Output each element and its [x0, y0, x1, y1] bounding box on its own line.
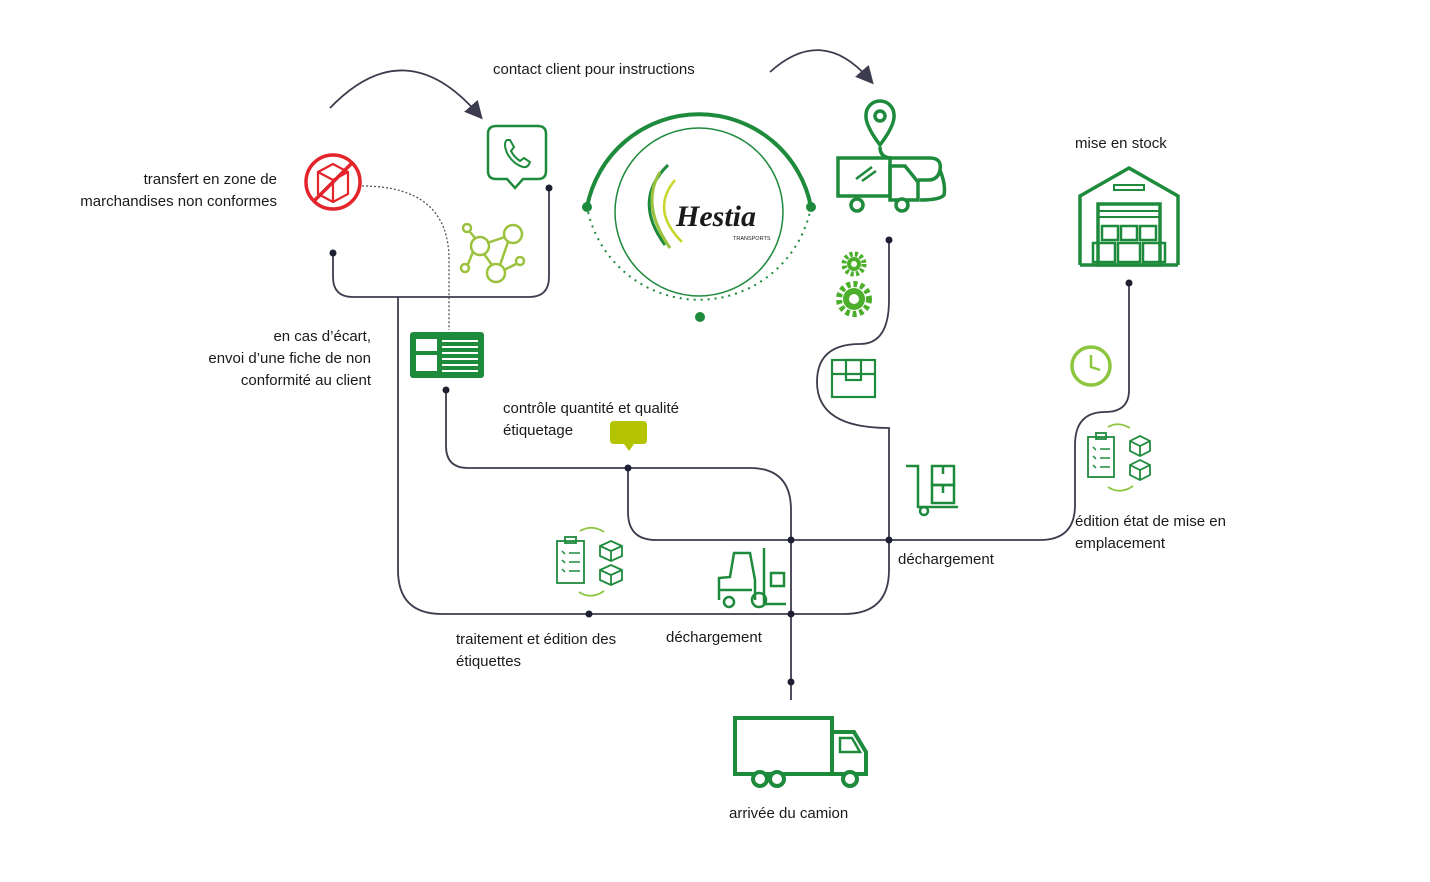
chat-bubble-icon — [610, 421, 647, 451]
dotted-connector — [361, 185, 450, 330]
label-traitement-line1: traitement et édition des — [456, 631, 617, 648]
label-transfert-line1: transfert en zone de — [143, 171, 277, 188]
label-edition-etat: édition état de mise en emplacement — [1075, 511, 1226, 555]
location-truck-icon — [836, 99, 947, 213]
logo-name: Hestia — [675, 200, 756, 233]
label-controle-line1: contrôle quantité et qualité — [503, 400, 679, 417]
warehouse-icon — [1078, 165, 1180, 267]
label-ecart-line3: conformité au client — [240, 372, 371, 389]
label-dechargement-mid: déchargement — [666, 629, 762, 646]
connector-lines — [332, 188, 1130, 700]
label-ecart-line1: en cas d’écart, — [273, 328, 371, 345]
arrow-left — [329, 69, 483, 120]
hand-truck-icon — [906, 464, 958, 517]
arrow-right — [769, 49, 874, 85]
network-icon — [459, 222, 526, 284]
checklist-boxes-icon-2 — [556, 526, 623, 597]
form-card-icon — [410, 332, 484, 378]
label-ecart-line2: envoi d’une fiche de non — [208, 350, 371, 367]
forklift-icon — [717, 548, 786, 609]
label-contact-client: contact client pour instructions — [493, 61, 695, 78]
label-ecart: en cas d’écart, envoi d’une fiche de non… — [208, 326, 371, 392]
label-arrivee-camion: arrivée du camion — [729, 805, 849, 822]
label-traitement-line2: étiquettes — [456, 653, 522, 670]
no-box-icon — [304, 153, 362, 211]
label-controle: contrôle quantité et qualité étiquetage — [503, 398, 679, 442]
label-transfert: transfert en zone de marchandises non co… — [80, 169, 277, 213]
junction-dots — [329, 184, 1133, 686]
truck-icon — [733, 716, 868, 788]
box-icon — [830, 358, 877, 399]
label-edition-etat-line2: emplacement — [1075, 535, 1166, 552]
label-traitement: traitement et édition des étiquettes — [456, 629, 616, 673]
gear-large-icon — [836, 281, 872, 317]
label-edition-etat-line1: édition état de mise en — [1075, 513, 1226, 530]
gear-small-icon — [841, 251, 867, 277]
checklist-boxes-icon — [1087, 423, 1151, 492]
hestia-logo-ring — [582, 112, 816, 322]
label-dechargement-right: déchargement — [898, 551, 994, 568]
phone-icon — [486, 124, 548, 190]
label-mise-en-stock: mise en stock — [1075, 135, 1167, 152]
logo-subtitle: TRANSPORTS — [733, 236, 771, 242]
label-controle-line2: étiquetage — [503, 422, 574, 439]
label-transfert-line2: marchandises non conformes — [80, 193, 277, 210]
clock-icon — [1070, 345, 1112, 387]
